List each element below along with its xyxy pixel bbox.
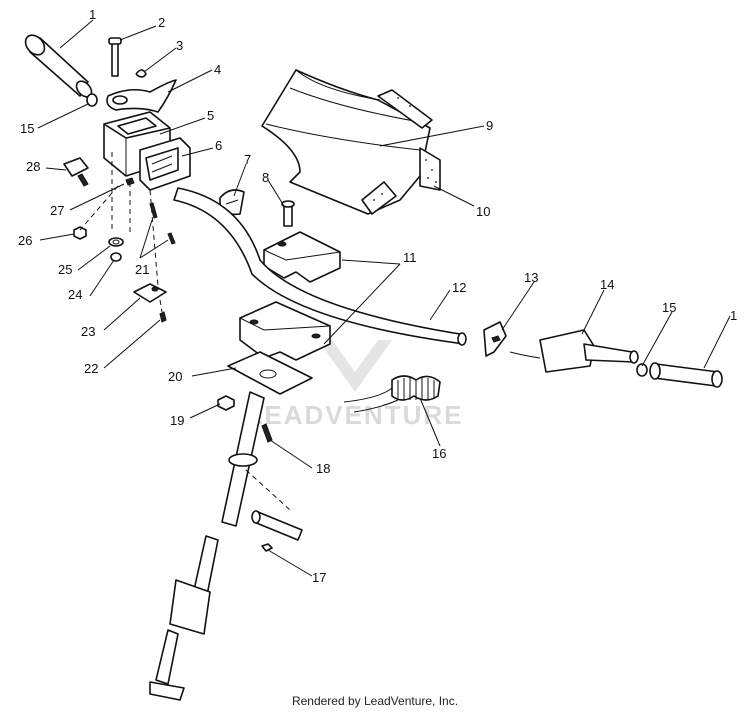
part-12-handlebar (173, 187, 467, 346)
watermark-logo: LEADVENTURE (246, 340, 463, 430)
label-8: 8 (262, 170, 269, 185)
part-17-sleeve (251, 510, 303, 552)
steering-column (149, 391, 291, 701)
callout-labels: 1 2 3 4 15 5 6 28 27 7 8 26 25 24 21 23 … (18, 7, 737, 585)
label-14: 14 (600, 277, 614, 292)
label-28: 28 (26, 159, 40, 174)
label-3: 3 (176, 38, 183, 53)
label-16: 16 (432, 446, 446, 461)
part-20-lower-clamp (239, 301, 331, 361)
part-26-nut (73, 226, 87, 240)
part-23-cover-plate (133, 283, 167, 303)
label-11: 11 (403, 250, 417, 265)
label-24: 24 (68, 287, 82, 302)
label-20: 20 (168, 369, 182, 384)
part-27-screw (125, 177, 135, 186)
label-12: 12 (452, 280, 466, 295)
watermark-text: LEADVENTURE (246, 400, 463, 430)
part-16-coil-wire (343, 375, 441, 413)
label-2: 2 (158, 15, 165, 30)
part-4-brake-lever (106, 79, 177, 113)
part-15-bushing-right (636, 363, 648, 377)
part-28-connector (63, 157, 89, 187)
label-25: 25 (58, 262, 72, 277)
label-15-right: 15 (662, 300, 676, 315)
part-2-pin (108, 37, 122, 77)
part-22-screw (159, 311, 167, 323)
label-9: 9 (486, 118, 493, 133)
part-1-right-grip (649, 362, 723, 388)
label-27: 27 (50, 203, 64, 218)
label-1-right: 1 (730, 308, 737, 323)
label-15-left: 15 (20, 121, 34, 136)
label-6: 6 (215, 138, 222, 153)
label-13: 13 (524, 270, 538, 285)
part-18-screw (261, 423, 273, 443)
part-21-screws (149, 202, 176, 245)
part-11-upper-clamp (263, 231, 341, 283)
part-19-nut (217, 395, 235, 411)
label-4: 4 (214, 62, 221, 77)
part-10-pad (361, 89, 441, 215)
part-1-left-grip (24, 34, 93, 98)
label-19: 19 (170, 413, 184, 428)
label-22: 22 (84, 361, 98, 376)
label-23: 23 (81, 324, 95, 339)
label-18: 18 (316, 461, 330, 476)
part-25-washer (108, 237, 124, 247)
part-9-hood (261, 69, 431, 215)
part-20-mount-plate (227, 351, 313, 395)
label-26: 26 (18, 233, 32, 248)
leader-lines (37, 19, 731, 577)
part-13-switch (483, 321, 507, 357)
label-5: 5 (207, 108, 214, 123)
render-credit: Rendered by LeadVenture, Inc. (291, 694, 459, 708)
label-10: 10 (476, 204, 490, 219)
part-14-throttle (509, 329, 639, 373)
label-1-left: 1 (89, 7, 96, 22)
label-21: 21 (135, 262, 149, 277)
part-24-nut (110, 252, 122, 262)
part-8-bolt (281, 200, 295, 227)
label-17: 17 (312, 570, 326, 585)
part-3-clip (135, 69, 147, 78)
part-15-bushing-left (86, 93, 98, 107)
part-6-switch-housing (139, 137, 191, 191)
label-7: 7 (244, 152, 251, 167)
